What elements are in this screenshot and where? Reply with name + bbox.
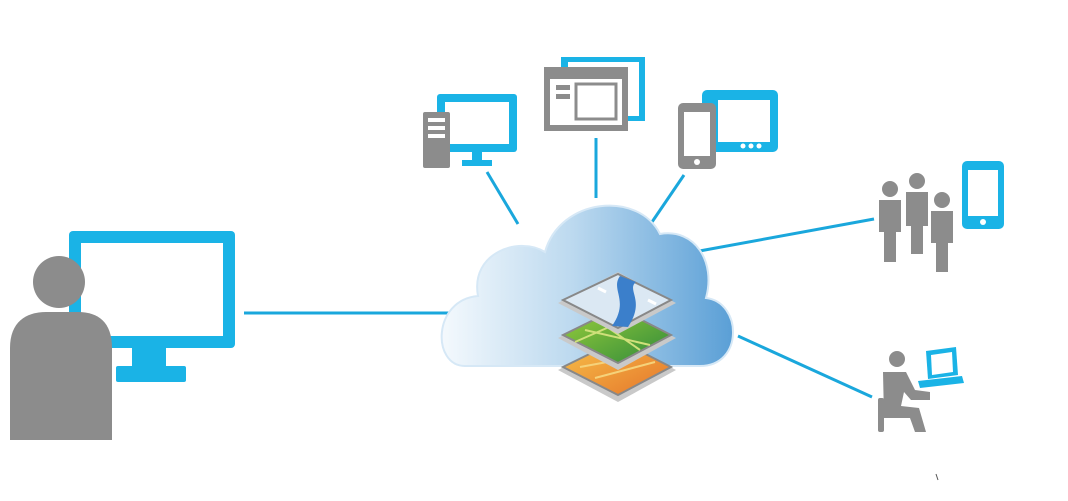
group-icon	[879, 173, 953, 272]
small-mark	[935, 473, 939, 481]
connector-seated-laptop-user	[737, 334, 873, 399]
cloud-icon	[440, 204, 734, 367]
laptop-icon	[918, 347, 964, 388]
browser-window-icon	[544, 57, 645, 131]
phone-and-tablet-icon	[678, 90, 778, 169]
person-with-laptop-icon	[878, 347, 964, 432]
seated-person-icon	[878, 351, 930, 432]
connector-lines	[244, 138, 875, 399]
monitor-icon	[69, 231, 235, 382]
smartphone-icon	[962, 161, 1004, 229]
desktop-computer-icon	[423, 94, 517, 168]
user-at-monitor-icon	[10, 231, 235, 440]
connector-group-with-phone	[693, 217, 875, 254]
connector-desktop-pc	[485, 171, 520, 225]
people-with-phone-icon	[879, 161, 1004, 272]
map-layers-icon	[558, 272, 676, 402]
connector-mobile-devices	[650, 174, 686, 223]
person-icon	[10, 256, 112, 440]
